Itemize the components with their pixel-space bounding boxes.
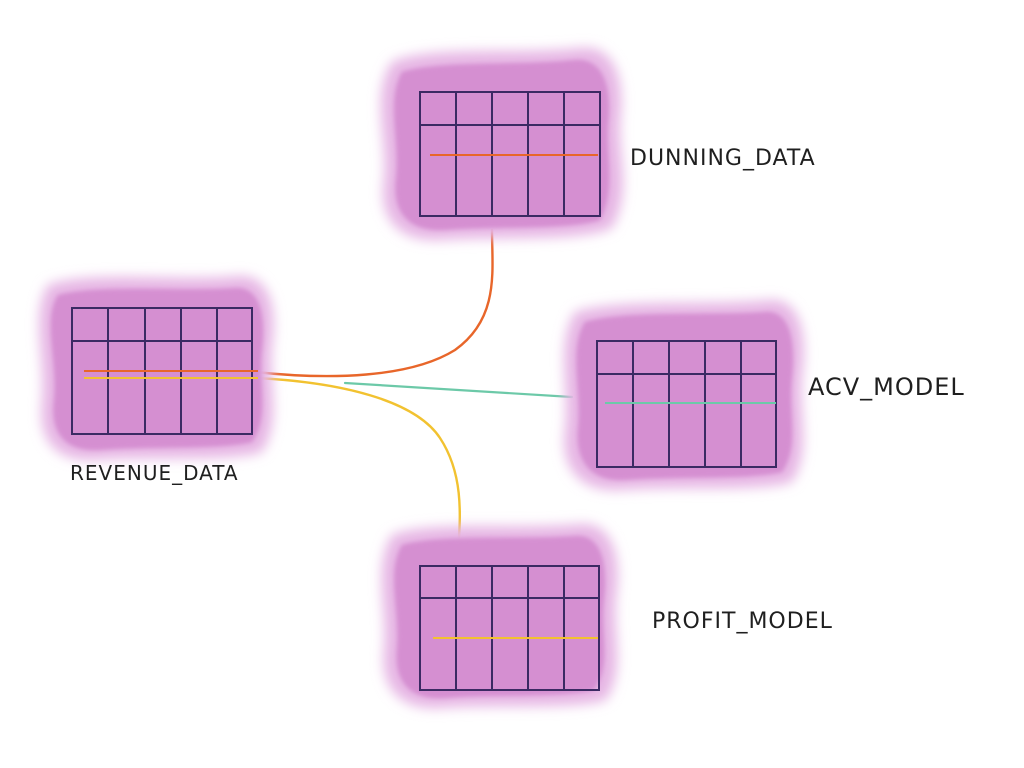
table-revenue-data[interactable]: REVENUE_DATA <box>39 275 274 485</box>
table-blob-fill <box>394 535 606 699</box>
table-profit-model[interactable]: PROFIT_MODEL <box>381 523 833 709</box>
table-acv-model[interactable]: ACV_MODEL <box>564 299 965 491</box>
connection-revenue-to-acv <box>343 381 574 399</box>
table-label: REVENUE_DATA <box>70 461 239 485</box>
table-label: ACV_MODEL <box>808 373 965 401</box>
table-dunning-data[interactable]: DUNNING_DATA <box>380 47 816 241</box>
table-blob-fill <box>576 311 794 481</box>
table-blob-fill <box>50 287 264 451</box>
table-grid <box>419 565 600 691</box>
table-blob-fill <box>394 59 610 231</box>
table-label: PROFIT_MODEL <box>652 609 833 634</box>
table-label: DUNNING_DATA <box>630 146 816 171</box>
connection-revenue-to-profit <box>253 376 461 558</box>
connections <box>253 228 574 558</box>
connection-revenue-to-dunning <box>253 228 494 378</box>
